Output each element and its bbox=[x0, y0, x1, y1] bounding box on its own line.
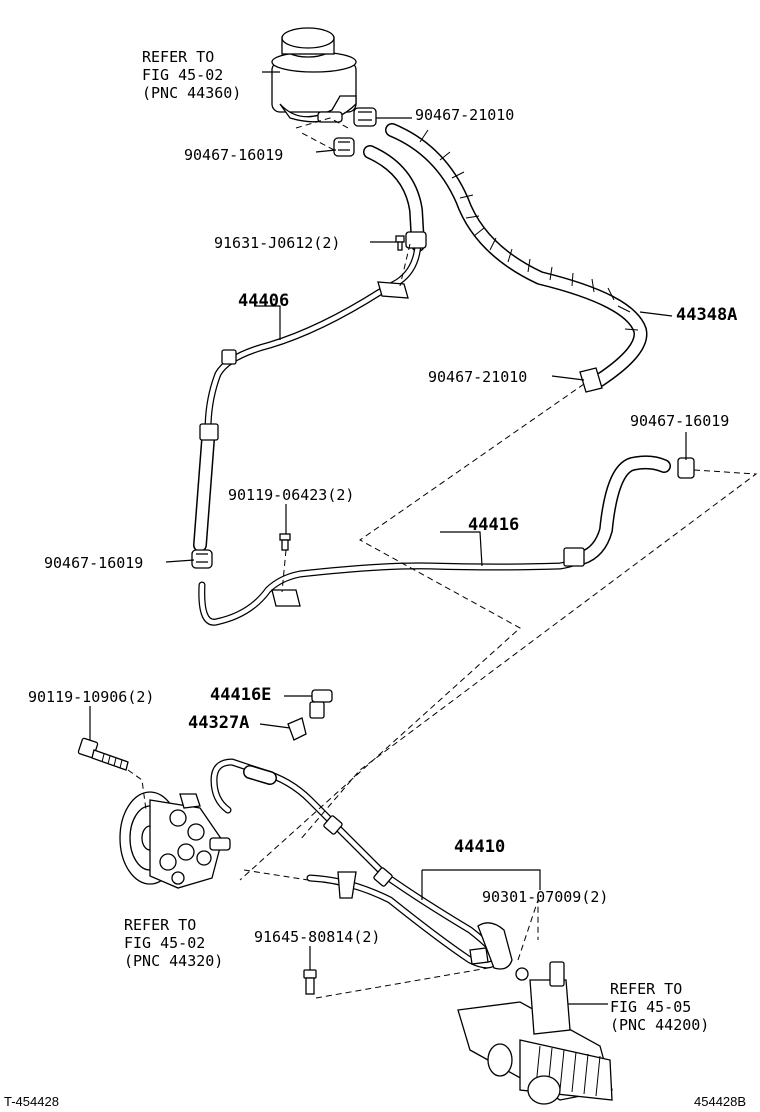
pump-icon bbox=[119, 791, 231, 889]
bolt-90119-06423-icon bbox=[279, 533, 291, 551]
hose-44348a bbox=[385, 123, 648, 387]
gasket-44327a-icon bbox=[287, 717, 307, 741]
refer-pump-line3: (PNC 44320) bbox=[124, 952, 223, 970]
label-fitting-44416e: 44416E bbox=[210, 685, 271, 705]
clamp-90467-21010-mid-icon bbox=[579, 367, 603, 393]
refer-gear-line2: FIG 45-05 bbox=[610, 998, 691, 1016]
label-pipe-44416: 44416 bbox=[468, 515, 519, 535]
label-gasket-90301: 90301-07009(2) bbox=[482, 888, 608, 906]
refer-pump-line2: FIG 45-02 bbox=[124, 934, 205, 952]
clamp-90467-16019-right-icon bbox=[677, 457, 695, 479]
refer-reservoir-line3: (PNC 44360) bbox=[142, 84, 241, 102]
label-gasket-44327a: 44327A bbox=[188, 713, 249, 733]
label-pipe-44410: 44410 bbox=[454, 837, 505, 857]
label-clamp-mid-right: 90467-21010 bbox=[428, 368, 527, 386]
clamp-90467-21010-top-icon bbox=[353, 107, 377, 127]
footer-right-code: 454428B bbox=[694, 1094, 746, 1109]
refer-gear-line1: REFER TO bbox=[610, 980, 682, 998]
refer-pump-line1: REFER TO bbox=[124, 916, 196, 934]
hose-44406 bbox=[193, 145, 427, 554]
refer-reservoir-line2: FIG 45-02 bbox=[142, 66, 223, 84]
bolt-91645-icon bbox=[303, 969, 317, 995]
label-hose-44348a: 44348A bbox=[676, 305, 737, 325]
label-clamp-left-mid: 90467-16019 bbox=[44, 554, 143, 572]
clamp-90467-16019-top-icon bbox=[333, 137, 355, 157]
footer-left-code: T-454428 bbox=[4, 1094, 59, 1109]
refer-gear-line3: (PNC 44200) bbox=[610, 1016, 709, 1034]
steering-gear-icon bbox=[457, 961, 613, 1105]
label-clamp-far-right: 90467-16019 bbox=[630, 412, 729, 430]
label-hose-44406: 44406 bbox=[238, 291, 289, 311]
bolt-91631-icon bbox=[395, 235, 405, 251]
fitting-44416e-icon bbox=[309, 689, 333, 719]
label-bolt-90119-10906: 90119-10906(2) bbox=[28, 688, 154, 706]
reservoir-icon bbox=[271, 27, 357, 123]
gasket-90301-icon bbox=[515, 967, 529, 981]
pipe-44416 bbox=[198, 455, 671, 626]
clamp-90467-16019-left-icon bbox=[191, 549, 213, 569]
label-bolt-90119-06423: 90119-06423(2) bbox=[228, 486, 354, 504]
refer-reservoir-line1: REFER TO bbox=[142, 48, 214, 66]
label-clamp-top-right: 90467-21010 bbox=[415, 106, 514, 124]
label-bolt-91631: 91631-J0612(2) bbox=[214, 234, 340, 252]
label-clamp-top-left: 90467-16019 bbox=[184, 146, 283, 164]
bolt-90119-10906-icon bbox=[77, 737, 129, 771]
pipe-44410 bbox=[210, 758, 513, 970]
label-bolt-91645: 91645-80814(2) bbox=[254, 928, 380, 946]
